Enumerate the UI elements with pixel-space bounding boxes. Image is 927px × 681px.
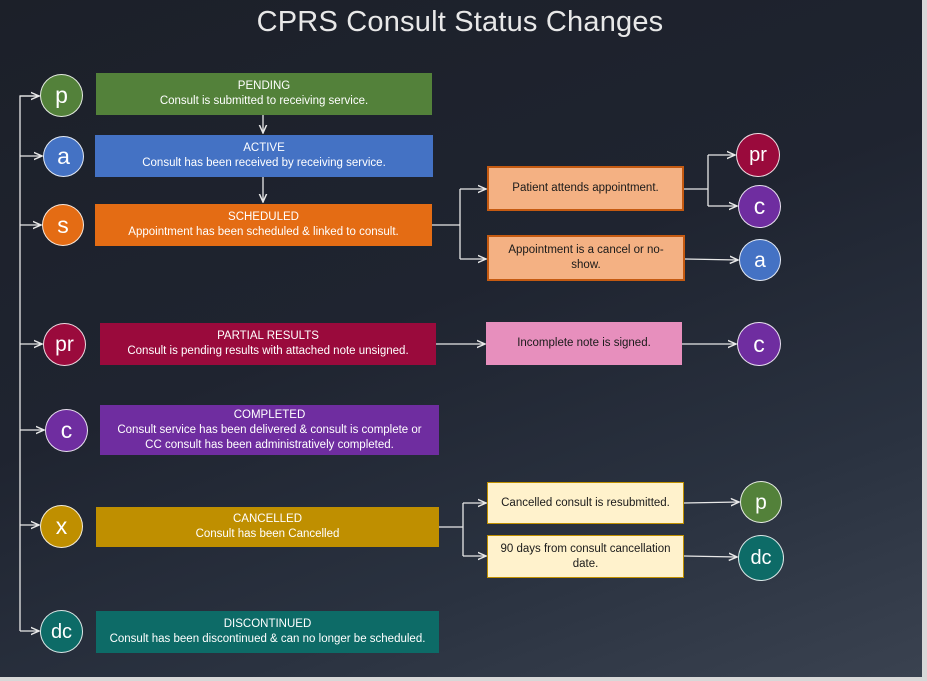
status-description: Consult has been discontinued & can no l… <box>109 633 426 645</box>
status-description: Consult has been Cancelled <box>195 528 340 540</box>
status-title: COMPLETED <box>233 408 306 421</box>
cancelled-branch <box>439 503 464 556</box>
status-circle-c: c <box>45 409 88 452</box>
status-title: DISCONTINUED <box>223 618 312 630</box>
outcome-circle-dc: dc <box>738 535 784 581</box>
resubmit-to-p <box>683 502 739 503</box>
outcome-circle-c: c <box>738 185 781 228</box>
status-title: PENDING <box>237 80 291 92</box>
status-circle-dc: dc <box>40 610 83 653</box>
90days-to-dc <box>683 556 737 557</box>
event-box-cancel-noshow: Appointment is a cancel or no-show. <box>487 235 685 281</box>
status-box-active: ACTIVE Consult has been received by rece… <box>95 135 433 177</box>
status-description: Consult is submitted to receiving servic… <box>159 95 369 107</box>
event-box-patient-attends: Patient attends appointment. <box>487 166 684 211</box>
status-box-cancelled: CANCELLED Consult has been Cancelled <box>96 507 439 547</box>
status-box-scheduled: SCHEDULED Appointment has been scheduled… <box>95 204 432 246</box>
status-box-discontinued: DISCONTINUED Consult has been discontinu… <box>96 611 439 653</box>
status-title: PARTIAL RESULTS <box>217 330 319 342</box>
status-description: Appointment has been scheduled & linked … <box>128 226 399 238</box>
event-text: Appointment is a cancel or no-show. <box>508 244 664 271</box>
status-description: Consult has been received by receiving s… <box>142 157 386 169</box>
outcome-circle-pr: pr <box>736 133 780 177</box>
status-circle-p: p <box>40 74 83 117</box>
scheduled-branch <box>432 189 461 259</box>
status-circle-a: a <box>43 136 84 177</box>
event-box-resubmitted: Cancelled consult is resubmitted. <box>487 482 684 524</box>
event-text: Cancelled consult is resubmitted. <box>501 496 670 509</box>
status-title: SCHEDULED <box>228 211 299 223</box>
event-text: Incomplete note is signed. <box>517 337 651 349</box>
event-box-90-days: 90 days from consult cancellation date. <box>487 535 684 578</box>
status-description: Consult is pending results with attached… <box>127 345 409 357</box>
noshow-to-a <box>684 259 738 260</box>
status-circle-x: x <box>40 505 83 548</box>
status-circle-pr: pr <box>43 323 86 366</box>
left-bus-line <box>19 95 40 631</box>
event-text: 90 days from consult cancellation date. <box>500 542 671 570</box>
attends-split <box>684 155 709 206</box>
event-text: Patient attends appointment. <box>512 182 659 194</box>
status-title: CANCELLED <box>232 513 303 525</box>
outcome-circle-p: p <box>740 481 782 523</box>
status-description: Consult service has been delivered & con… <box>117 423 422 451</box>
status-title: ACTIVE <box>243 142 285 154</box>
outcome-circle-a: a <box>739 239 781 281</box>
status-box-pending: PENDING Consult is submitted to receivin… <box>96 73 432 115</box>
status-circle-s: s <box>42 204 84 246</box>
status-box-completed: COMPLETED Consult service has been deliv… <box>100 405 439 455</box>
event-box-note-signed: Incomplete note is signed. <box>486 322 682 365</box>
status-box-partial-results: PARTIAL RESULTS Consult is pending resul… <box>100 323 436 365</box>
outcome-circle-c: c <box>737 322 781 366</box>
diagram-title: CPRS Consult Status Changes <box>256 6 664 38</box>
